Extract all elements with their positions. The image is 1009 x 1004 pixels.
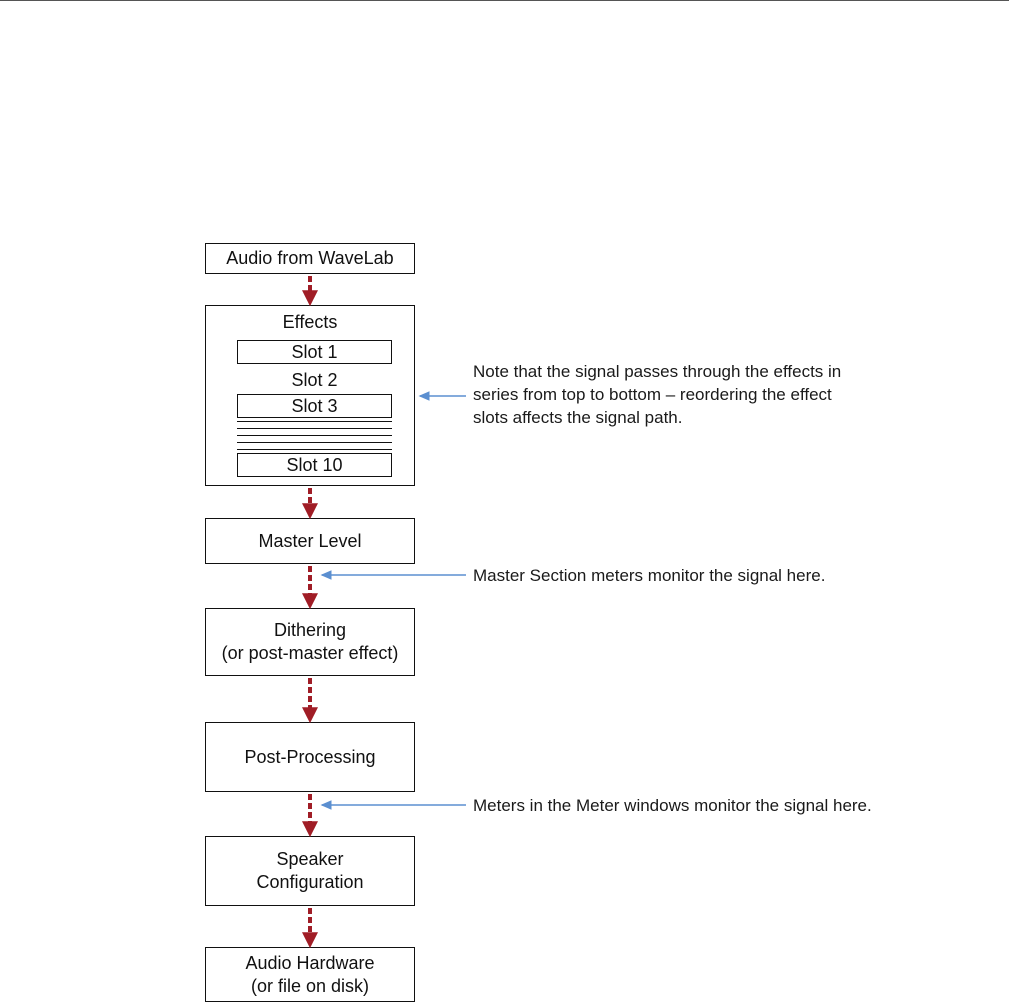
effect-slot-10-label: Slot 10 <box>286 454 343 475</box>
effect-slot-2-label: Slot 2 <box>291 369 338 390</box>
dithering-label: Dithering <box>273 620 347 640</box>
dithering-box: Dithering (or post-master effect) <box>205 608 415 676</box>
slot-stack-line <box>237 435 392 436</box>
post-processing-box: Post-Processing <box>205 722 415 792</box>
effect-slot-1-label: Slot 1 <box>291 341 338 362</box>
slot-stack-line <box>237 442 392 443</box>
effects-note-line: slots affects the signal path. <box>473 408 683 427</box>
audio-source-label: Audio from WaveLab <box>226 248 394 268</box>
speaker-label: Speaker <box>276 849 344 869</box>
slot-stack-line <box>237 449 392 450</box>
speaker-sublabel: Configuration <box>256 872 364 892</box>
audio-hardware-sublabel: (or file on disk) <box>250 975 370 996</box>
effects-note-line: series from top to bottom – reordering t… <box>473 385 832 404</box>
effects-title: Effects <box>205 311 415 334</box>
effects-title-text: Effects <box>282 312 338 332</box>
slot-stack-line <box>237 428 392 429</box>
top-rule <box>0 0 1009 1</box>
effects-note: Note that the signal passes through the … <box>473 360 841 429</box>
audio-source-box: Audio from WaveLab <box>205 243 415 274</box>
slot-stack-line <box>237 421 392 422</box>
post-processing-label: Post-Processing <box>244 746 376 767</box>
effects-box <box>205 305 415 486</box>
master-level-box: Master Level <box>205 518 415 564</box>
master-level-label: Master Level <box>258 530 362 551</box>
speaker-configuration-box: Speaker Configuration <box>205 836 415 906</box>
effect-slot-1: Slot 1 <box>237 340 392 364</box>
effect-slot-2: Slot 2 <box>237 368 392 392</box>
dithering-sublabel: (or post-master effect) <box>221 643 399 663</box>
effects-note-line: Note that the signal passes through the … <box>473 362 842 381</box>
effect-slot-3: Slot 3 <box>237 394 392 418</box>
effect-slot-10: Slot 10 <box>237 453 392 477</box>
effect-slot-3-label: Slot 3 <box>291 395 338 416</box>
audio-hardware-label: Audio Hardware <box>245 952 375 973</box>
audio-hardware-box: Audio Hardware (or file on disk) <box>205 947 415 1002</box>
meter-windows-note: Meters in the Meter windows monitor the … <box>473 796 872 815</box>
master-meters-note: Master Section meters monitor the signal… <box>473 566 826 585</box>
